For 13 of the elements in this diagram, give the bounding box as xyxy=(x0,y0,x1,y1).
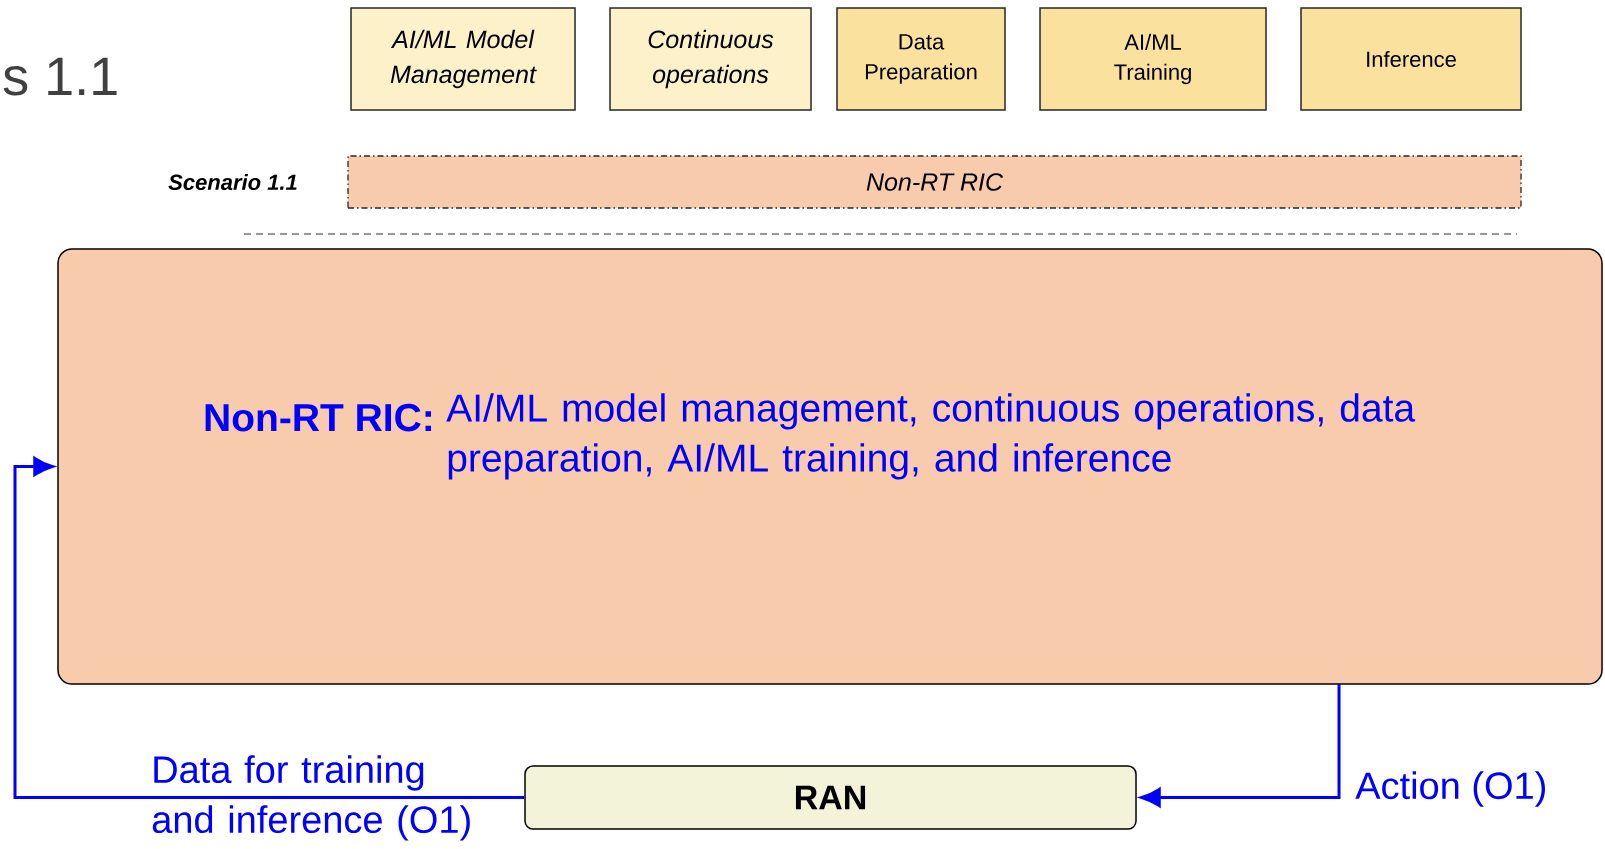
function-box: Inference xyxy=(1300,7,1522,111)
edge-label: Data for training and inference (O1) xyxy=(152,755,470,841)
arrow xyxy=(13,456,525,799)
function-box: Continuous operations xyxy=(609,7,812,111)
function-box: Data Preparation xyxy=(836,7,1006,111)
heading-fragment: s 1.1 xyxy=(3,57,117,96)
function-box: AI/ML Training xyxy=(1039,7,1267,111)
ric-box: Non-RT RIC: AI/ML model management, continuous operations, data preparation, AI/ML training, and inference xyxy=(57,248,1603,685)
scenario-label: Scenario 1.1 xyxy=(168,173,297,191)
ran-box: RAN xyxy=(524,765,1137,830)
scenario-band: Non-RT RIC xyxy=(347,155,1522,209)
edge-label: Action (O1) xyxy=(1355,771,1545,807)
function-box: AI/ML Model Management xyxy=(350,7,576,111)
